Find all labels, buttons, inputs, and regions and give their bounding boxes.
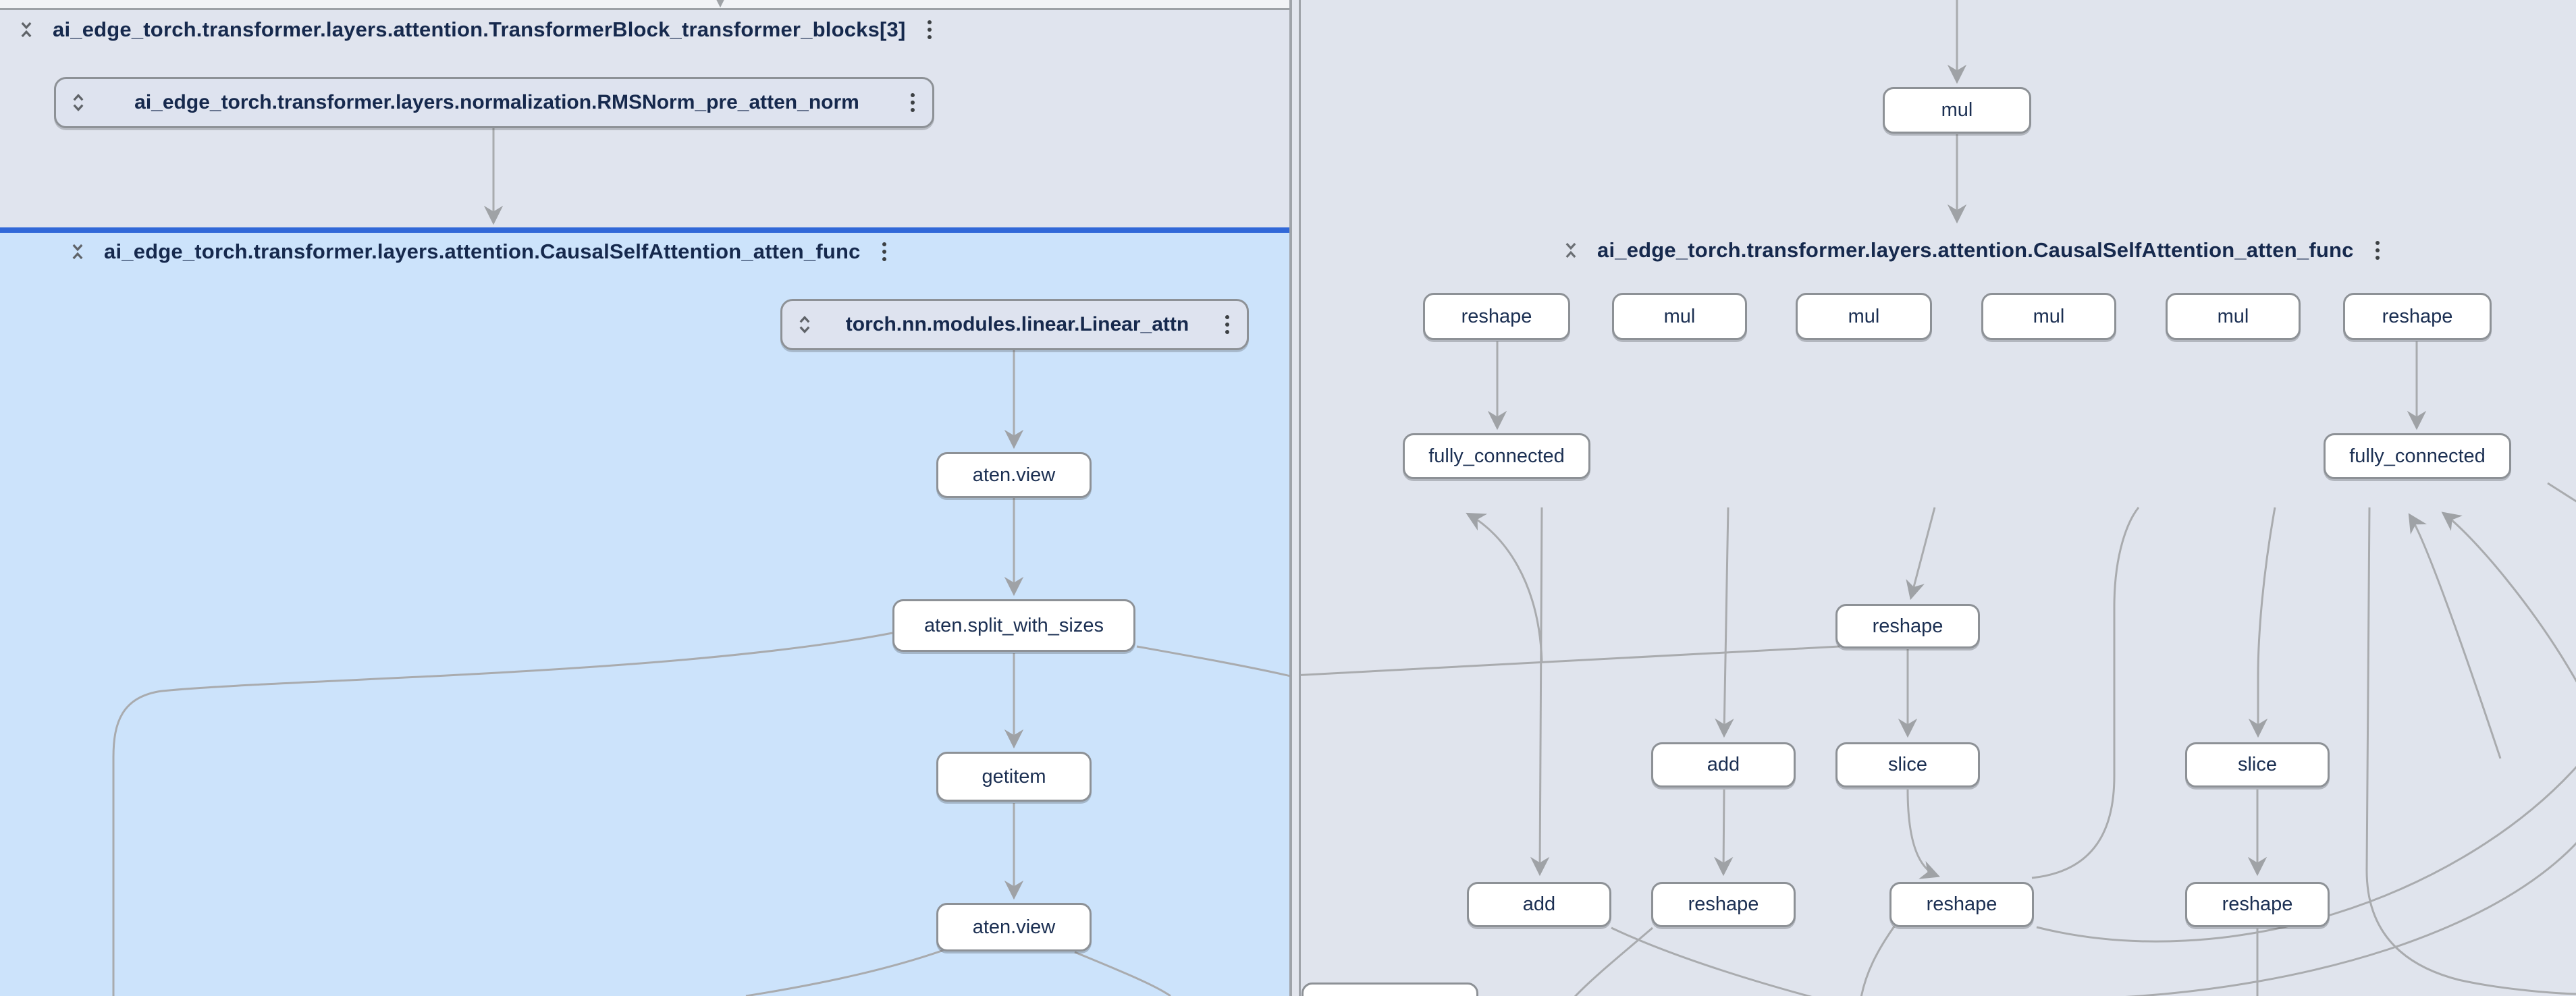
node-mul[interactable]: mul: [1981, 293, 2116, 340]
unfold-less-icon[interactable]: [66, 240, 89, 263]
node-label: reshape: [1926, 893, 1997, 915]
group-header-causal-self-attention-left[interactable]: ai_edge_torch.transformer.layers.attenti…: [66, 240, 893, 264]
node-label: aten.split_with_sizes: [924, 614, 1104, 636]
edge-layer-right: [1301, 0, 2576, 996]
node-aten-view[interactable]: aten.view: [936, 452, 1092, 498]
group-node-rmsnorm[interactable]: ai_edge_torch.transformer.layers.normali…: [54, 77, 934, 128]
node-mul[interactable]: mul: [1883, 87, 2031, 134]
unfold-more-icon[interactable]: [67, 91, 90, 114]
node-label: mul: [2033, 305, 2065, 327]
node-label: fully_connected: [1428, 445, 1565, 467]
kebab-menu-icon[interactable]: [876, 240, 893, 263]
node-label: slice: [1887, 754, 1927, 775]
node-reshape[interactable]: reshape: [2185, 882, 2330, 927]
kebab-menu-icon[interactable]: [921, 18, 938, 41]
node-getitem[interactable]: getitem: [936, 752, 1092, 802]
node-label: aten.view: [972, 916, 1056, 938]
node-fully-connected[interactable]: fully_connected: [1403, 433, 1590, 479]
kebab-menu-icon[interactable]: [1218, 313, 1236, 336]
node-label: reshape: [1872, 615, 1943, 637]
node-aten-split-with-sizes[interactable]: aten.split_with_sizes: [892, 599, 1135, 652]
group-header-causal-self-attention-right[interactable]: ai_edge_torch.transformer.layers.attenti…: [1559, 238, 2386, 262]
group-title: ai_edge_torch.transformer.layers.attenti…: [53, 18, 906, 41]
node-label: reshape: [1688, 893, 1759, 915]
group-title: ai_edge_torch.transformer.layers.attenti…: [104, 240, 861, 263]
node-label: mul: [1941, 99, 1973, 121]
node-label: reshape: [2222, 893, 2293, 915]
node-label: add: [1707, 754, 1740, 775]
node-add[interactable]: add: [1651, 742, 1796, 787]
node-aten-view[interactable]: aten.view: [936, 903, 1092, 951]
graph-pane-left[interactable]: ai_edge_torch.transformer.layers.attenti…: [0, 0, 1289, 996]
node-mul[interactable]: mul: [1796, 293, 1932, 340]
node-label: slice: [2237, 754, 2277, 775]
unfold-more-icon[interactable]: [793, 313, 816, 336]
unfold-less-icon[interactable]: [15, 18, 38, 41]
node-mul[interactable]: mul: [1612, 293, 1747, 340]
kebab-menu-icon[interactable]: [904, 91, 921, 114]
group-node-label: ai_edge_torch.transformer.layers.normali…: [134, 91, 859, 113]
group-node-linear-attn[interactable]: torch.nn.modules.linear.Linear_attn: [780, 299, 1249, 350]
node-reshape[interactable]: reshape: [1835, 604, 1980, 648]
graph-node-partial[interactable]: [1302, 983, 1478, 996]
node-reshape[interactable]: reshape: [1889, 882, 2034, 927]
parent-canvas-strip: [0, 0, 1289, 10]
node-label: add: [1522, 893, 1556, 915]
node-slice[interactable]: slice: [1835, 742, 1980, 787]
node-label: reshape: [2382, 305, 2453, 327]
node-label: getitem: [982, 765, 1046, 787]
group-title: ai_edge_torch.transformer.layers.attenti…: [1597, 238, 2354, 262]
node-add[interactable]: add: [1467, 882, 1611, 927]
node-reshape[interactable]: reshape: [1423, 293, 1570, 340]
node-label: mul: [1663, 305, 1696, 327]
node-fully-connected[interactable]: fully_connected: [2324, 433, 2511, 479]
group-node-label: torch.nn.modules.linear.Linear_attn: [845, 313, 1189, 335]
node-slice[interactable]: slice: [2185, 742, 2330, 787]
kebab-menu-icon[interactable]: [2369, 239, 2386, 262]
node-label: mul: [2217, 305, 2249, 327]
pane-divider[interactable]: [1289, 0, 1301, 996]
node-label: mul: [1848, 305, 1880, 327]
node-mul[interactable]: mul: [2166, 293, 2301, 340]
node-reshape[interactable]: reshape: [2343, 293, 2492, 340]
node-label: aten.view: [972, 464, 1056, 486]
node-label: fully_connected: [2349, 445, 2486, 467]
node-reshape[interactable]: reshape: [1651, 882, 1796, 927]
group-header-transformer-block[interactable]: ai_edge_torch.transformer.layers.attenti…: [15, 18, 938, 42]
node-label: reshape: [1461, 305, 1532, 327]
unfold-less-icon[interactable]: [1559, 239, 1582, 262]
graph-pane-right[interactable]: ai_edge_torch.transformer.layers.attenti…: [1301, 0, 2576, 996]
